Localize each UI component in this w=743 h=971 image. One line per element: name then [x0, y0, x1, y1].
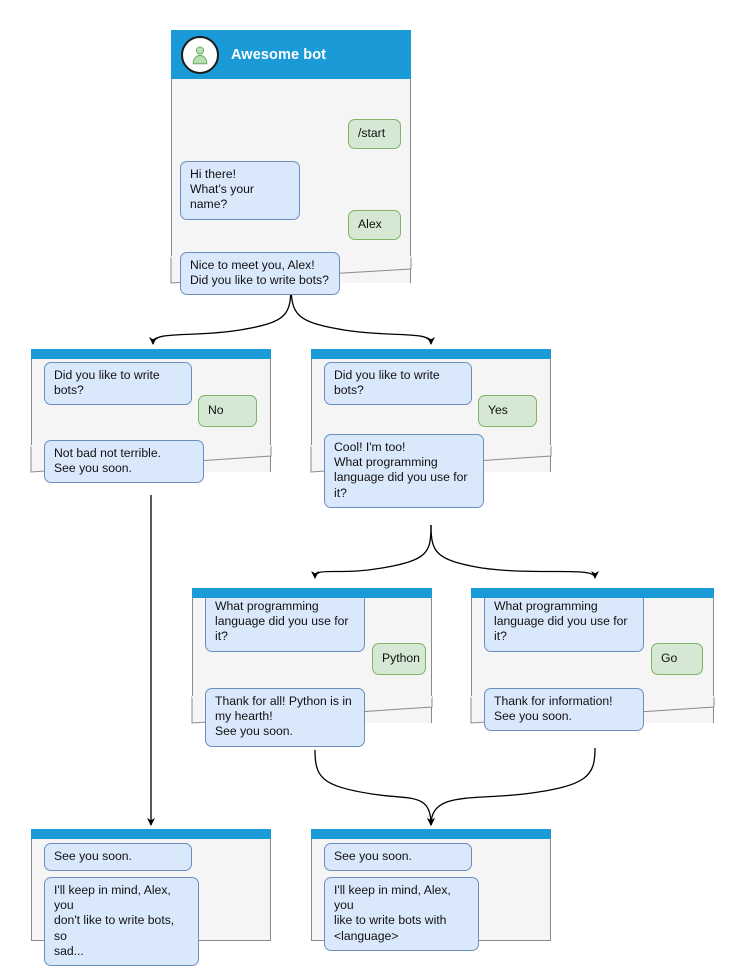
chat-transcript: /start Hi there! What's your name? Alex …	[171, 79, 411, 296]
chat-window-end-sad[interactable]: See you soon. I'll keep in mind, Alex, y…	[31, 829, 271, 967]
message-bubble-bot[interactable]: What programming language did you use fo…	[205, 593, 365, 652]
message-bubble-user[interactable]: Yes	[478, 395, 537, 427]
connector-python-to-end	[314, 749, 435, 826]
chat-window-root[interactable]: Awesome bot /start Hi there! What's your…	[171, 30, 411, 296]
message-bubble-user[interactable]: Python	[372, 643, 426, 675]
message-bubble-user[interactable]: Go	[651, 643, 703, 675]
chat-window-yes-branch[interactable]: Did you like to write bots? Yes Cool! I'…	[311, 349, 551, 508]
message-bubble-user[interactable]: No	[198, 395, 257, 427]
message-bubble-bot[interactable]: Did you like to write bots?	[324, 362, 472, 406]
window-title: Awesome bot	[231, 46, 327, 63]
message-bubble-bot[interactable]: What programming language did you use fo…	[484, 593, 644, 652]
person-icon	[192, 46, 208, 64]
message-bubble-user[interactable]: Alex	[348, 210, 401, 240]
message-bubble-bot[interactable]: Hi there! What's your name?	[180, 161, 300, 220]
message-bubble-bot[interactable]: Thank for all! Python is in my hearth! S…	[205, 688, 365, 747]
message-bubble-bot[interactable]: Did you like to write bots?	[44, 362, 192, 406]
message-bubble-bot[interactable]: See you soon.	[44, 843, 192, 872]
window-titlebar	[192, 588, 432, 598]
connector-go-to-end	[427, 747, 596, 826]
message-bubble-bot[interactable]: Thank for information! See you soon.	[484, 688, 644, 732]
message-bubble-bot[interactable]: Nice to meet you, Alex! Did you like to …	[180, 252, 340, 296]
window-titlebar	[471, 588, 714, 598]
connector-yes-to-go	[430, 524, 599, 579]
message-bubble-bot[interactable]: Not bad not terrible. See you soon.	[44, 440, 204, 484]
chat-window-go-branch[interactable]: What programming language did you use fo…	[471, 588, 714, 732]
message-bubble-bot[interactable]: I'll keep in mind, Alex, you like to wri…	[324, 877, 479, 951]
chat-window-python-branch[interactable]: What programming language did you use fo…	[192, 588, 432, 747]
chat-window-no-branch[interactable]: Did you like to write bots? No Not bad n…	[31, 349, 271, 484]
message-bubble-bot[interactable]: Cool! I'm too! What programming language…	[324, 434, 484, 508]
avatar	[181, 35, 219, 74]
chat-window-end-happy[interactable]: See you soon. I'll keep in mind, Alex, y…	[311, 829, 551, 951]
window-titlebar	[311, 829, 551, 839]
window-titlebar	[311, 349, 551, 359]
message-bubble-bot[interactable]: I'll keep in mind, Alex, you don't like …	[44, 877, 199, 967]
message-bubble-user[interactable]: /start	[348, 119, 401, 149]
window-titlebar: Awesome bot	[171, 30, 411, 79]
window-titlebar	[31, 349, 271, 359]
message-bubble-bot[interactable]: See you soon.	[324, 843, 472, 872]
window-titlebar	[31, 829, 271, 839]
connector-yes-to-python	[311, 524, 432, 579]
